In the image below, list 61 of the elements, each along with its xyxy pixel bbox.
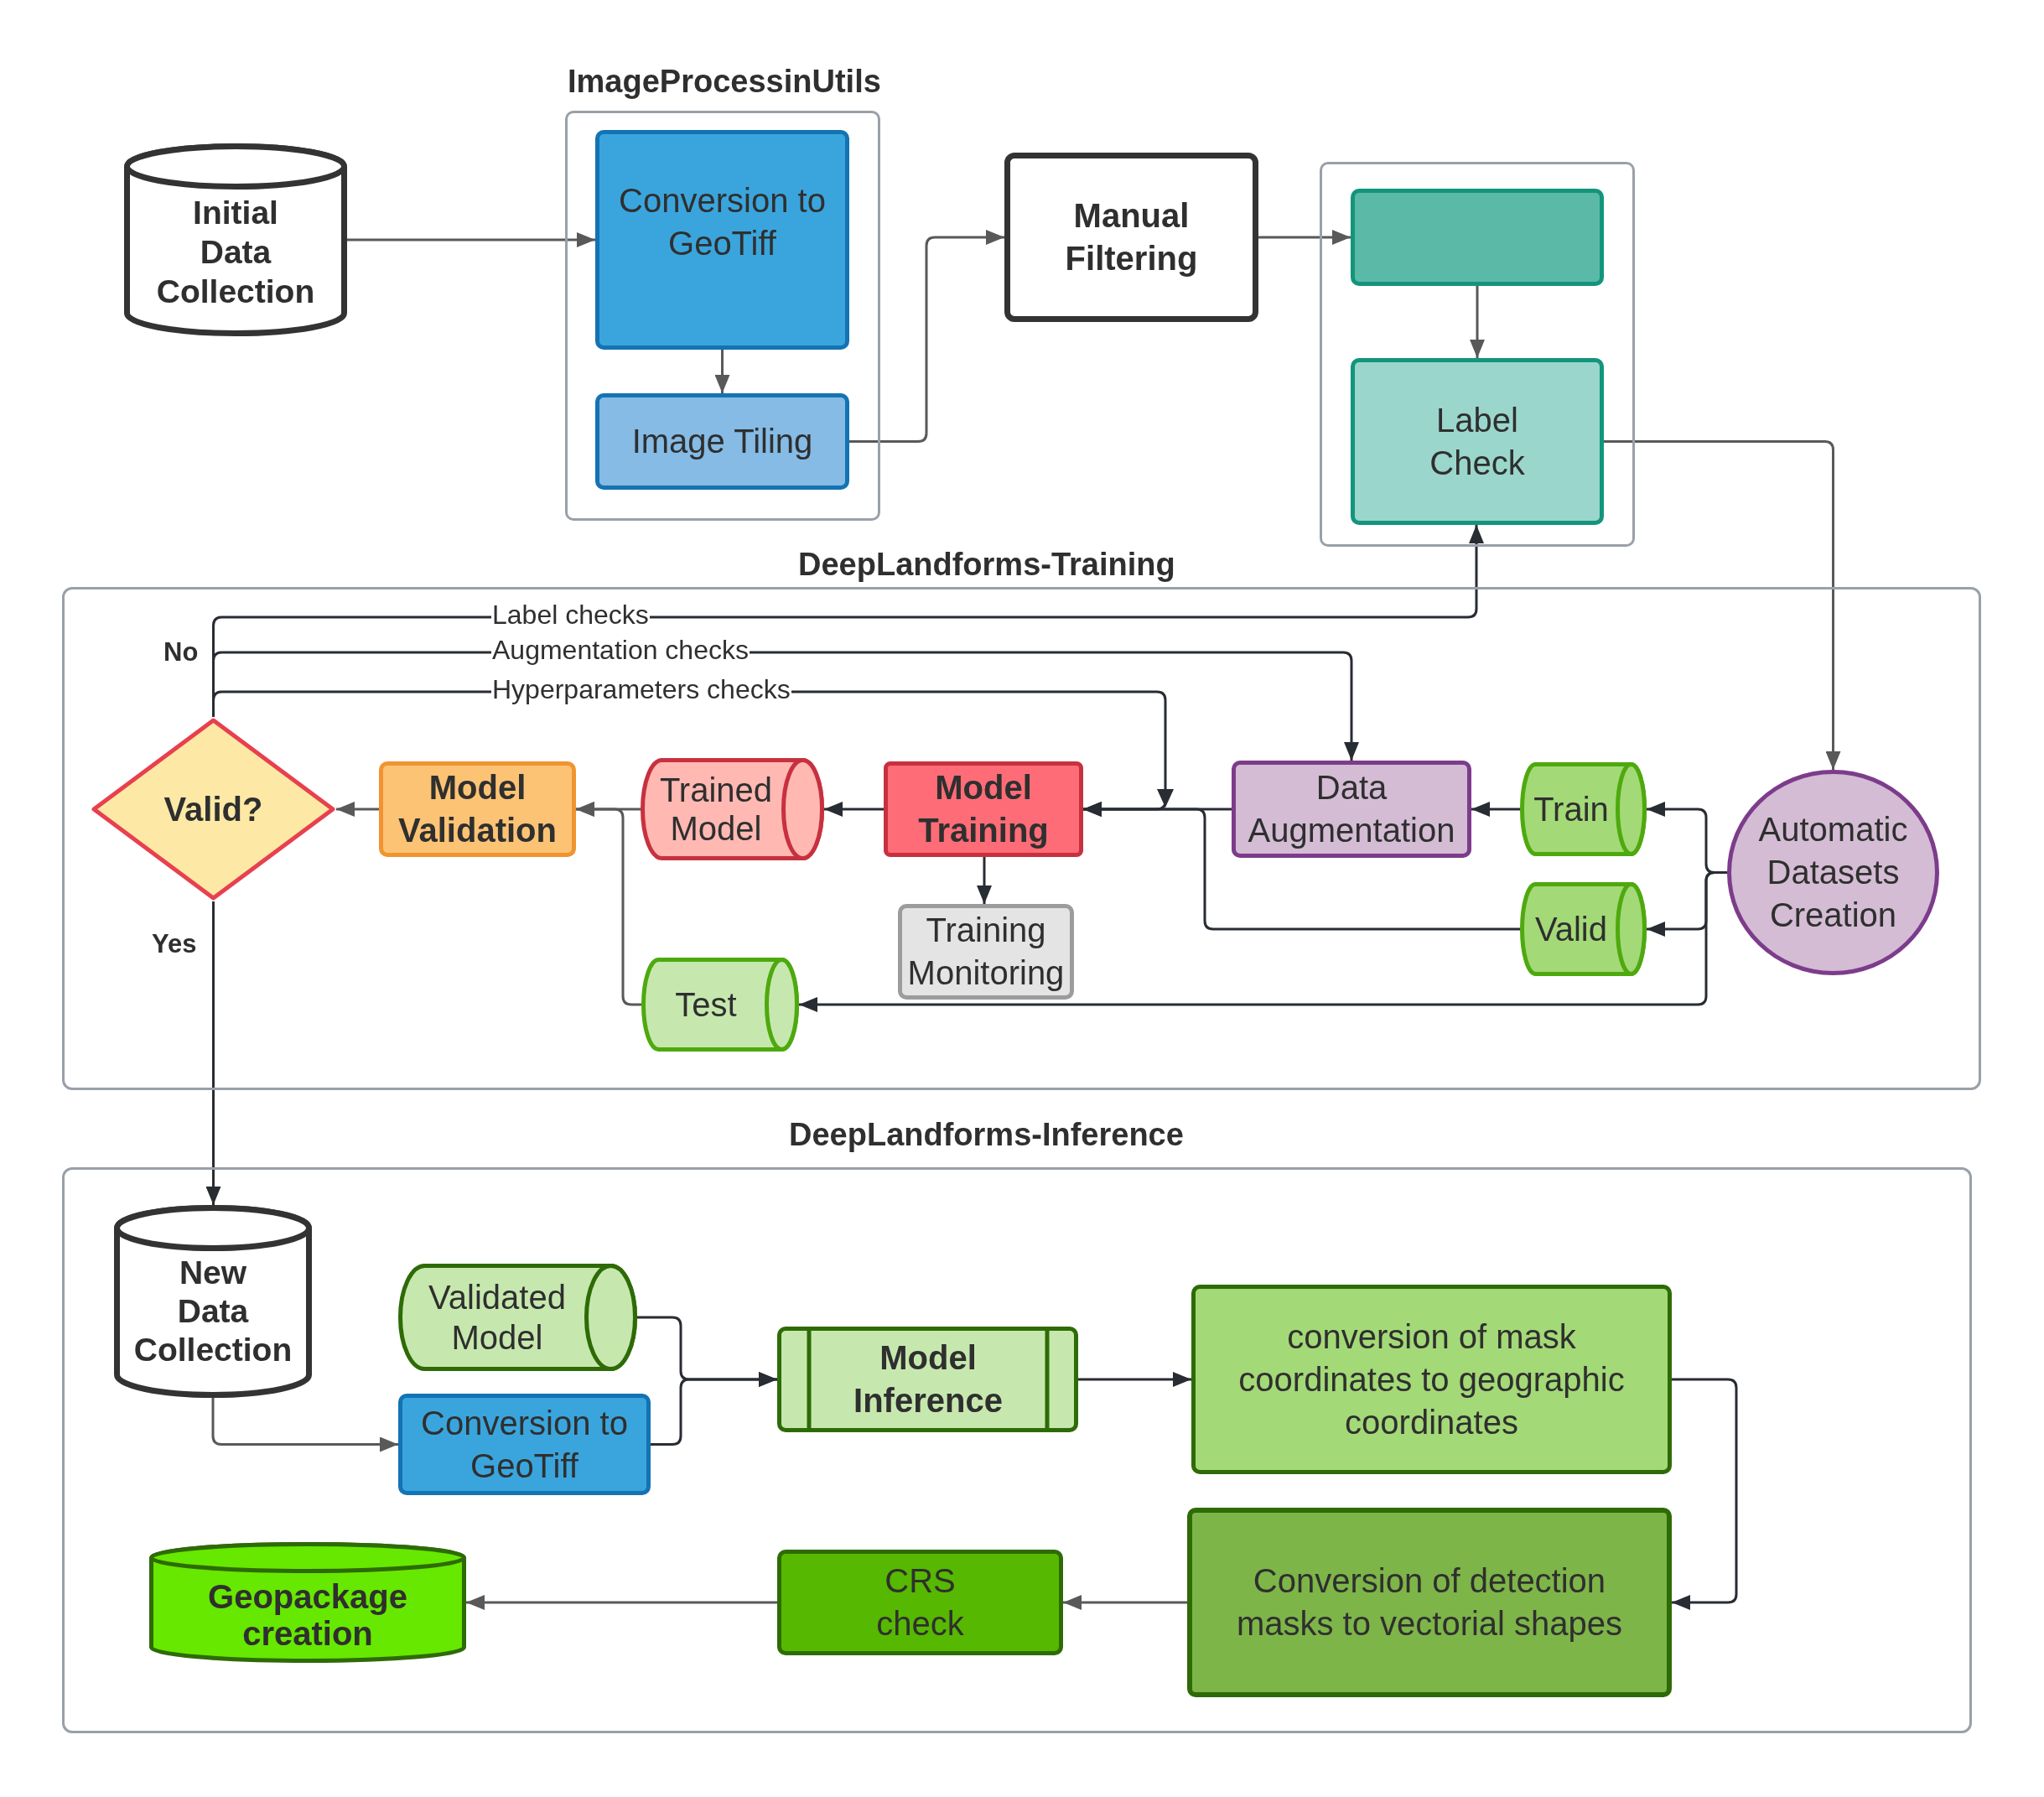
node-label: Image Tiling (631, 422, 813, 461)
branch-label: Yes (152, 928, 197, 960)
node-label: Initial Data Collection (156, 193, 315, 311)
node-label: CRS check (875, 1561, 965, 1644)
process-box (1232, 761, 1471, 858)
node-label: New Data Collection (133, 1254, 293, 1369)
group-title: DeepLandforms-Inference (789, 1116, 1184, 1154)
node-label: Conversion to GeoTiff (420, 1403, 629, 1486)
node-label: Geopackage creation (207, 1578, 408, 1652)
branch-label: No (163, 636, 199, 668)
node-label: Automatic Datasets Creation (1758, 810, 1908, 935)
process-box (595, 393, 849, 490)
process-box (1351, 189, 1604, 286)
node-label: Test (674, 984, 738, 1025)
process-box (595, 130, 849, 350)
arrow (336, 802, 379, 817)
node-label: Valid? (163, 789, 263, 829)
arrow (1471, 802, 1520, 817)
arrow (1604, 440, 1841, 770)
node-label: Model Training (917, 768, 1050, 850)
node-label: Model Inference (853, 1338, 1004, 1420)
predefined-process-box (777, 1327, 1078, 1432)
node-label: Data Augmentation (1248, 768, 1455, 850)
process-box (884, 761, 1083, 857)
arrow (211, 1398, 398, 1452)
arrow (347, 232, 595, 247)
process-box (1191, 1285, 1672, 1474)
group-frame (1320, 162, 1635, 547)
arrow (1078, 1372, 1191, 1387)
node-label: Conversion to GeoTiff (618, 181, 827, 263)
node-label: Label Check (1429, 400, 1526, 483)
node-label: Model Validation (397, 768, 558, 850)
group-title: DeepLandforms-Training (798, 546, 1175, 584)
process-box (379, 761, 576, 857)
process-box (777, 1550, 1063, 1655)
arrow (824, 802, 884, 817)
arrow (1672, 1378, 1738, 1610)
arrow (849, 230, 1004, 443)
node-label: Trained Model (659, 771, 773, 848)
node-label: Conversion of detection masks to vectorial shapes (1236, 1561, 1623, 1644)
arrow (466, 1595, 777, 1610)
arrow (1470, 286, 1485, 358)
group-title: ImageProcessinUtils (568, 63, 881, 101)
process-box (898, 904, 1074, 1000)
arrow (1063, 1595, 1187, 1610)
arrow (576, 802, 641, 1006)
node-label: Validated Model (428, 1278, 567, 1358)
node-label: Train (1533, 789, 1610, 829)
node-label: Manual Filtering (1065, 196, 1198, 278)
process-box (398, 1394, 651, 1495)
node-label: Valid (1534, 909, 1608, 949)
arrow (1258, 230, 1351, 245)
arrow (977, 857, 992, 904)
arrow (651, 1372, 777, 1446)
node-label: Training Monitoring (907, 911, 1065, 993)
arrow (205, 901, 221, 1205)
process-box (1351, 358, 1604, 525)
node-label: conversion of mask coordinates to geographic coordinates (1237, 1317, 1626, 1442)
process-box (1004, 153, 1258, 322)
process-box (1187, 1508, 1672, 1697)
arrow (714, 350, 730, 393)
